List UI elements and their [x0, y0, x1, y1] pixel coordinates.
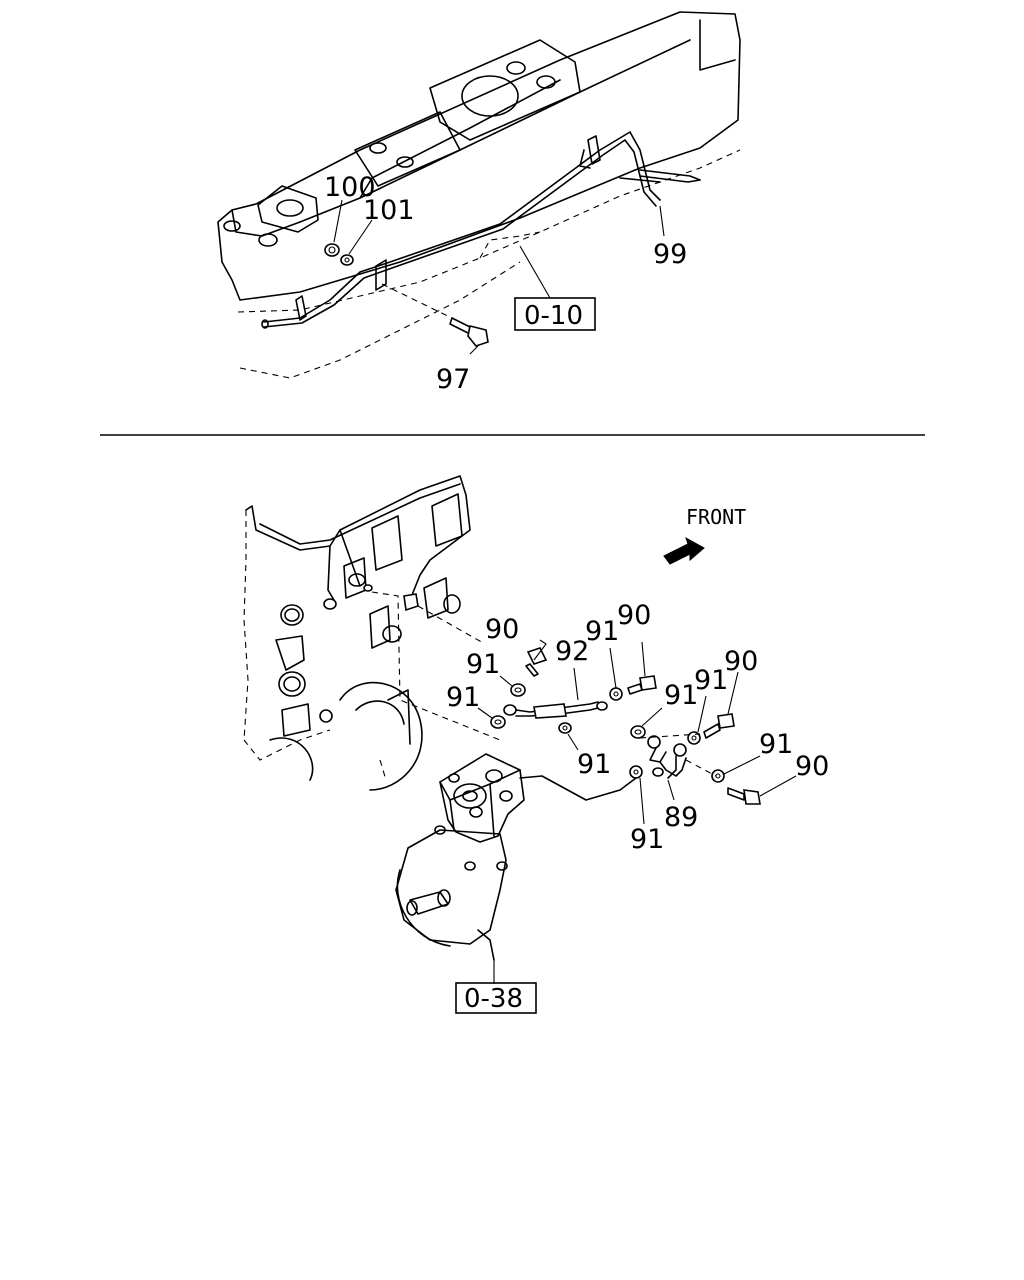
- callout-100: 100: [324, 172, 376, 203]
- callout-91-d: 91: [664, 680, 698, 711]
- callout-91-g: 91: [759, 729, 793, 760]
- callout-89: 89: [664, 802, 698, 833]
- reference-box-frame-2: [455, 982, 537, 1014]
- callout-101: 101: [363, 195, 415, 226]
- bolt-90-c: [703, 671, 739, 739]
- washer-91-e: [630, 707, 663, 739]
- washer-91-f: [687, 695, 707, 745]
- callout-90-d: 90: [795, 751, 829, 782]
- bolt-90-a: [525, 639, 548, 677]
- cylinder-block-illustration: [243, 475, 471, 791]
- washer-91-a: [499, 675, 526, 697]
- washer-101: [340, 219, 373, 266]
- washer-91-h: [629, 765, 645, 825]
- washer-91-b: [477, 707, 506, 729]
- callout-91-f: 91: [694, 665, 728, 696]
- callout-91-e: 91: [577, 749, 611, 780]
- washer-91-c: [609, 647, 623, 701]
- nut-100: [324, 199, 343, 257]
- front-direction-label: FRONT: [686, 505, 746, 529]
- callout-91-h: 91: [630, 824, 664, 855]
- bolt-90-d: [727, 775, 797, 805]
- bolt-97: [381, 283, 489, 355]
- callout-90-b: 90: [617, 600, 651, 631]
- callout-92: 92: [555, 636, 589, 667]
- leader-99: [659, 205, 665, 237]
- pipe-99: [261, 131, 701, 329]
- washer-91-d: [558, 722, 579, 751]
- callout-91-c: 91: [446, 682, 480, 713]
- reference-box-frame: [514, 297, 596, 331]
- callout-90-a: 90: [485, 614, 519, 645]
- bolt-90-b: [627, 641, 657, 695]
- front-arrow-icon: [663, 536, 705, 565]
- banjo-bolt-on-block: [363, 584, 501, 741]
- callout-99: 99: [653, 239, 687, 270]
- pipe-89: [639, 733, 717, 801]
- callout-97: 97: [436, 364, 470, 395]
- fuel-injection-pump: [395, 753, 637, 984]
- reference-box-0-38[interactable]: 0-38: [464, 984, 523, 1014]
- reference-box-0-10[interactable]: 0-10: [524, 301, 583, 331]
- callout-91-a: 91: [466, 649, 500, 680]
- fuel-pipe-92: [503, 667, 608, 719]
- callout-91-b: 91: [585, 616, 619, 647]
- leader-0-10: [519, 245, 551, 299]
- callout-90-c: 90: [724, 646, 758, 677]
- washer-91-g: [711, 755, 761, 783]
